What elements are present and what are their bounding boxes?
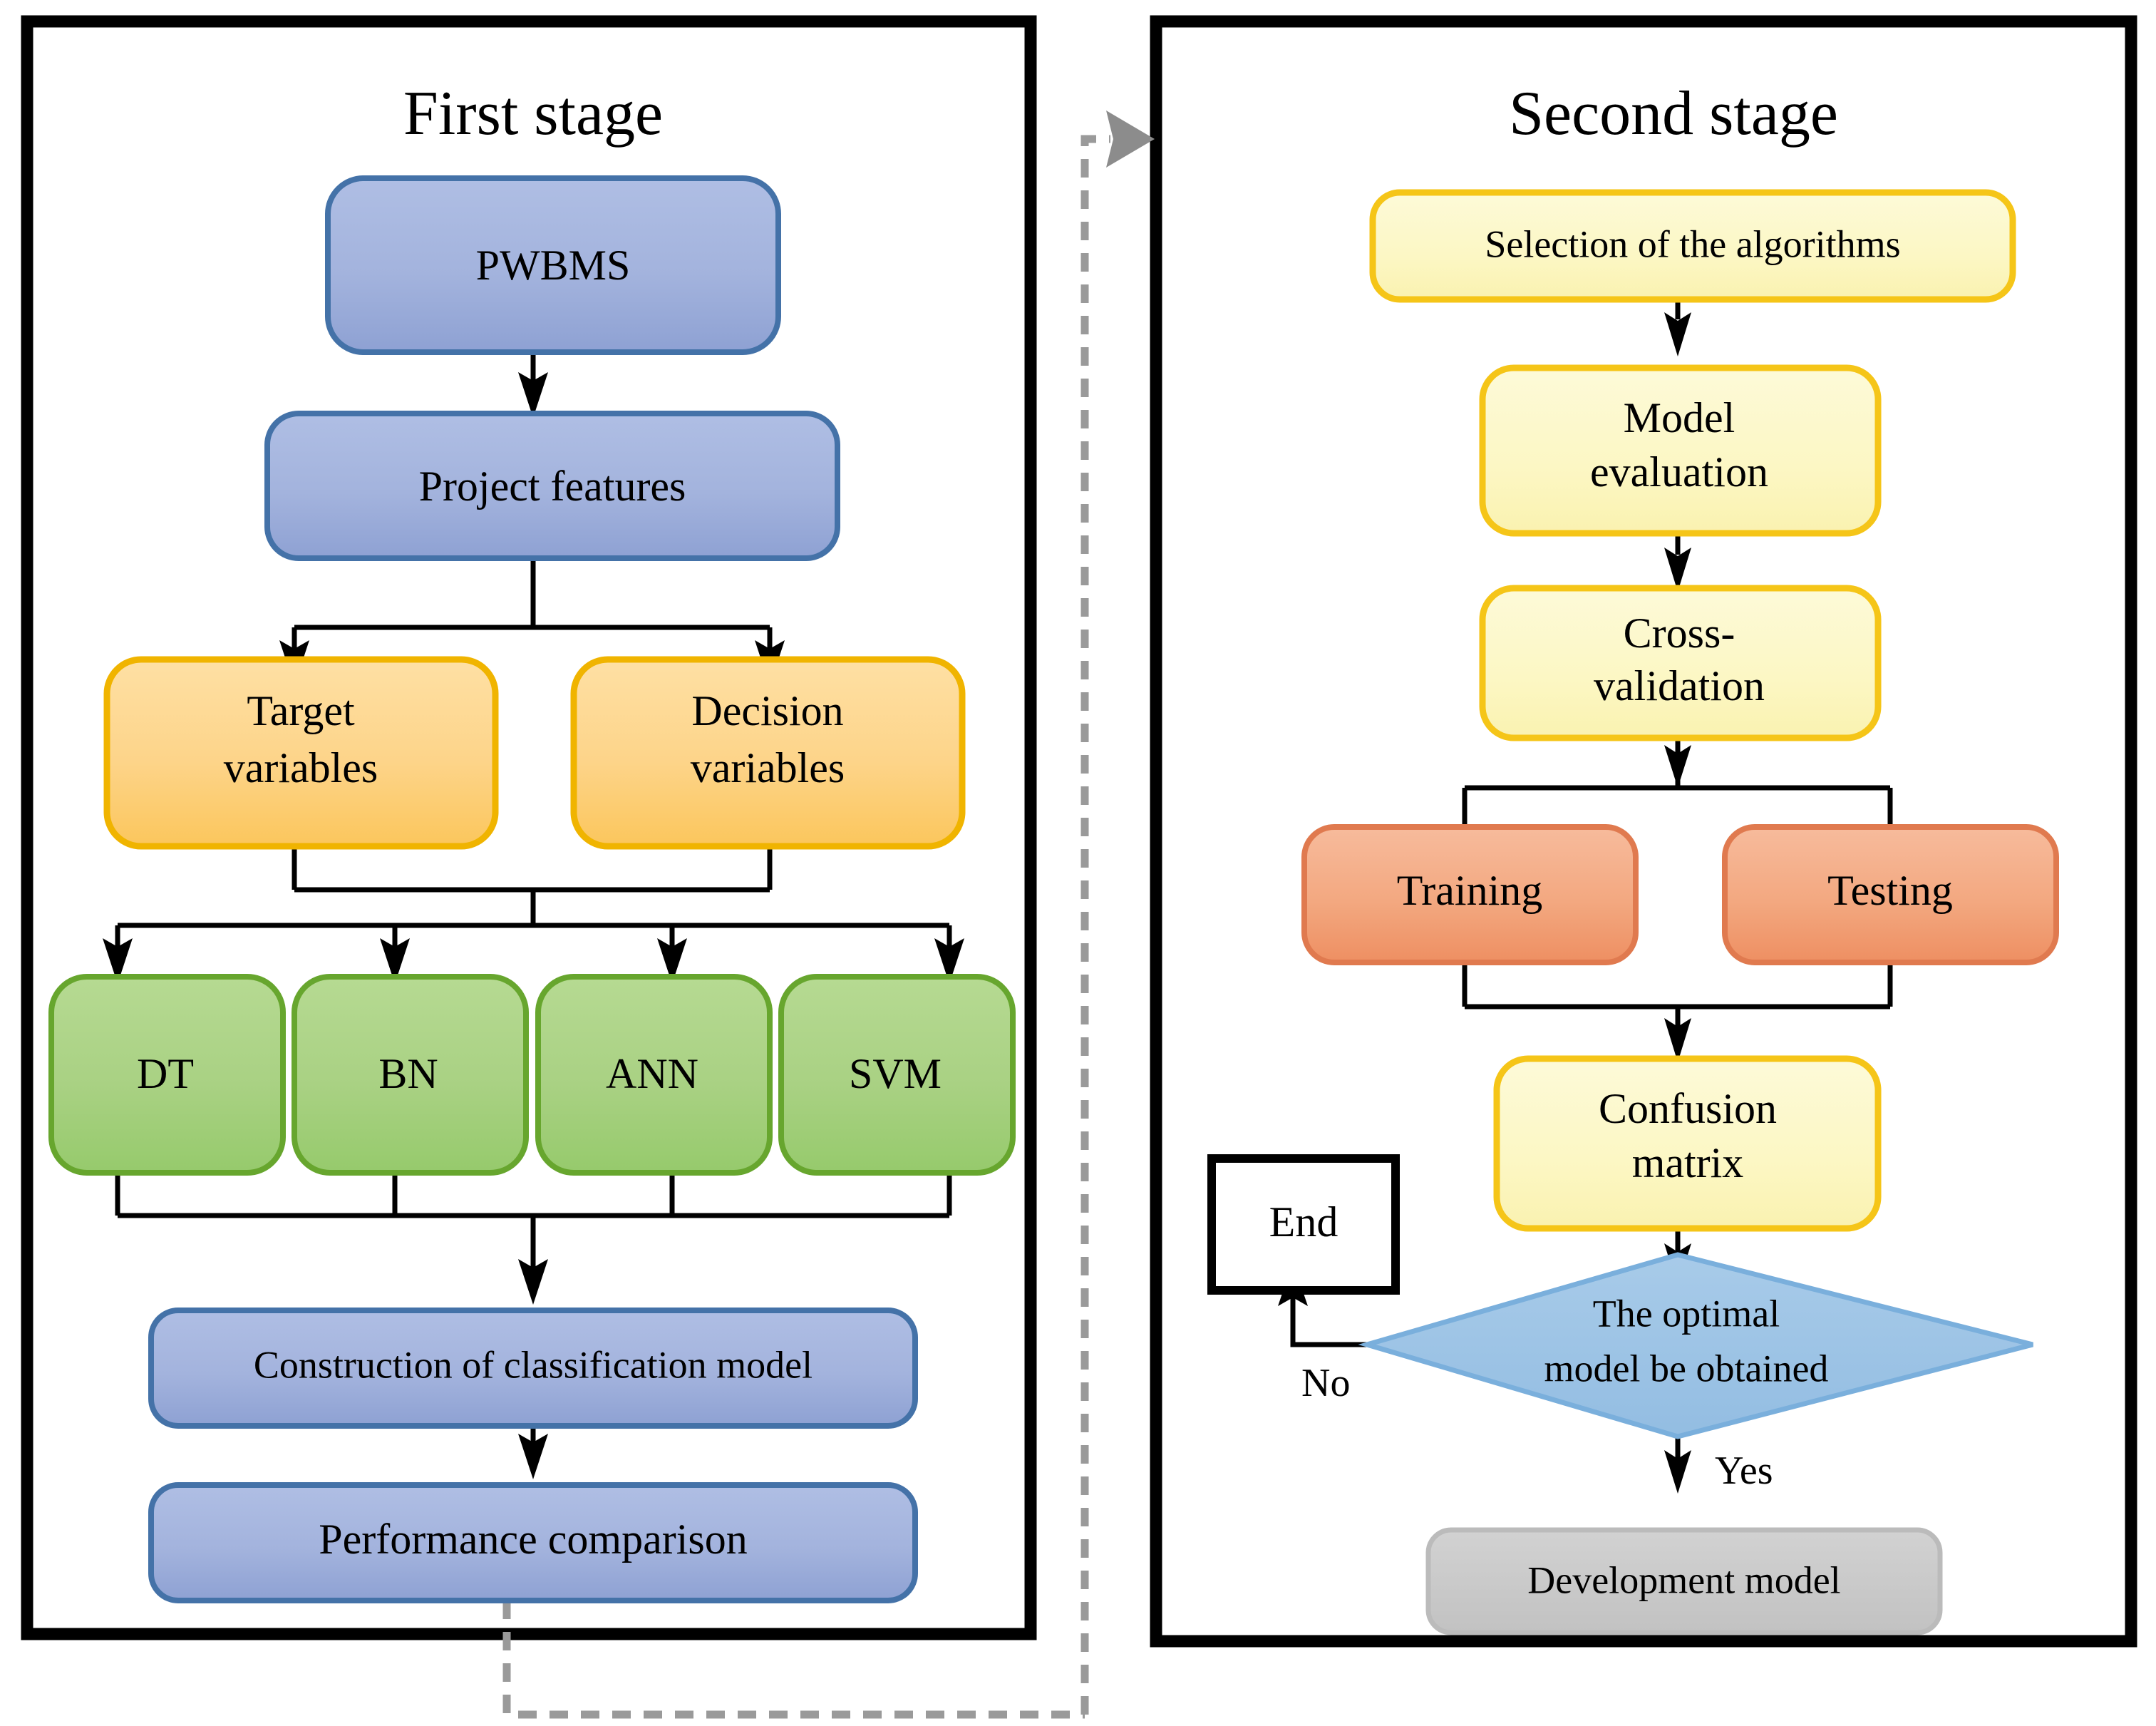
edge-arrow-yes-to-development-model: [1664, 1450, 1691, 1494]
edge-arrow-cross-validation-down: [1664, 745, 1691, 788]
node-development-model-label: Development model: [1527, 1558, 1840, 1601]
node-target-variables[interactable]: Target variables: [103, 656, 499, 850]
edge-algorithms-merge: [115, 1169, 952, 1283]
edge-arrow-to-ann: [657, 938, 687, 984]
edge-arrow-to-bn: [380, 938, 410, 984]
edge-arrow-to-dt: [103, 938, 133, 984]
edge-decision-no-to-end: [1290, 1290, 1367, 1347]
node-target-variables-label-line2: variables: [224, 744, 378, 791]
edge-arrow-to-performance-comparison: [518, 1434, 548, 1479]
edge-arrow-pwbms-project: [518, 372, 548, 418]
node-construction-model-label: Construction of classification model: [254, 1343, 813, 1386]
node-performance-comparison[interactable]: Performance comparison: [148, 1482, 918, 1603]
edge-variables-merge: [115, 848, 952, 948]
second-stage-panel: [1150, 15, 2137, 1648]
node-ann[interactable]: ANN: [535, 974, 773, 1176]
node-pwbms[interactable]: PWBMS: [325, 175, 781, 355]
node-selection-algorithms[interactable]: Selection of the algorithms: [1369, 189, 2016, 303]
node-confusion-matrix-label-line2: matrix: [1632, 1139, 1744, 1186]
node-svm-label: SVM: [849, 1050, 942, 1097]
node-development-model[interactable]: Development model: [1425, 1527, 1943, 1635]
node-training[interactable]: Training: [1301, 824, 1639, 965]
first-stage-title: First stage: [403, 79, 663, 148]
node-cross-validation-label-line1: Cross-: [1624, 610, 1735, 657]
node-project-features-label: Project features: [419, 463, 686, 510]
edge-arrow-to-model-evaluation: [1664, 312, 1691, 356]
edge-label-no: No: [1301, 1361, 1350, 1405]
node-model-evaluation[interactable]: Model evaluation: [1479, 364, 1882, 537]
stage-link-dashed-bottom: [502, 1601, 1085, 1719]
node-model-evaluation-label-line1: Model: [1624, 394, 1735, 441]
node-testing[interactable]: Testing: [1722, 824, 2059, 965]
edge-project-features-split: [292, 560, 773, 650]
node-testing-label: Testing: [1827, 867, 1953, 914]
second-stage-title: Second stage: [1509, 79, 1838, 148]
node-model-evaluation-label-line2: evaluation: [1590, 448, 1768, 495]
stage-link-arrow-icon: [1106, 111, 1155, 168]
node-project-features[interactable]: Project features: [264, 411, 840, 561]
edge-training-testing-merge: [1462, 961, 1893, 1034]
edge-arrow-to-cross-validation: [1664, 548, 1691, 592]
node-optimal-decision[interactable]: The optimal model be obtained: [1358, 1252, 2033, 1439]
node-end-label: End: [1269, 1198, 1339, 1245]
node-end[interactable]: End: [1207, 1154, 1400, 1295]
node-construction-model[interactable]: Construction of classification model: [148, 1308, 918, 1429]
node-selection-algorithms-label: Selection of the algorithms: [1485, 222, 1900, 265]
node-dt-label: DT: [137, 1050, 194, 1097]
node-optimal-decision-label-line2: model be obtained: [1544, 1347, 1829, 1389]
node-decision-variables-label-line1: Decision: [691, 687, 843, 734]
node-cross-validation-label-line2: validation: [1594, 662, 1765, 709]
node-bn[interactable]: BN: [292, 974, 529, 1176]
node-decision-variables-label-line2: variables: [691, 744, 845, 791]
node-training-label: Training: [1397, 867, 1543, 914]
edge-arrow-to-svm: [934, 938, 964, 984]
node-target-variables-label-line1: Target: [247, 687, 355, 734]
edge-label-yes: Yes: [1715, 1449, 1773, 1493]
edge-arrow-to-construction-model: [518, 1259, 548, 1305]
node-ann-label: ANN: [606, 1050, 698, 1097]
first-stage-panel: [21, 15, 1037, 1640]
node-cross-validation[interactable]: Cross- validation: [1479, 585, 1882, 741]
node-dt[interactable]: DT: [48, 974, 286, 1176]
node-performance-comparison-label: Performance comparison: [319, 1516, 747, 1563]
node-confusion-matrix[interactable]: Confusion matrix: [1493, 1055, 1882, 1232]
edge-arrow-to-confusion-matrix: [1664, 1018, 1691, 1062]
node-optimal-decision-label-line1: The optimal: [1593, 1292, 1780, 1335]
node-confusion-matrix-label-line1: Confusion: [1599, 1085, 1777, 1132]
node-svm[interactable]: SVM: [778, 974, 1016, 1176]
node-bn-label: BN: [378, 1050, 438, 1097]
node-decision-variables[interactable]: Decision variables: [570, 656, 966, 850]
stage-link-dashed-top: [1080, 135, 1110, 1715]
node-pwbms-label: PWBMS: [476, 242, 631, 289]
